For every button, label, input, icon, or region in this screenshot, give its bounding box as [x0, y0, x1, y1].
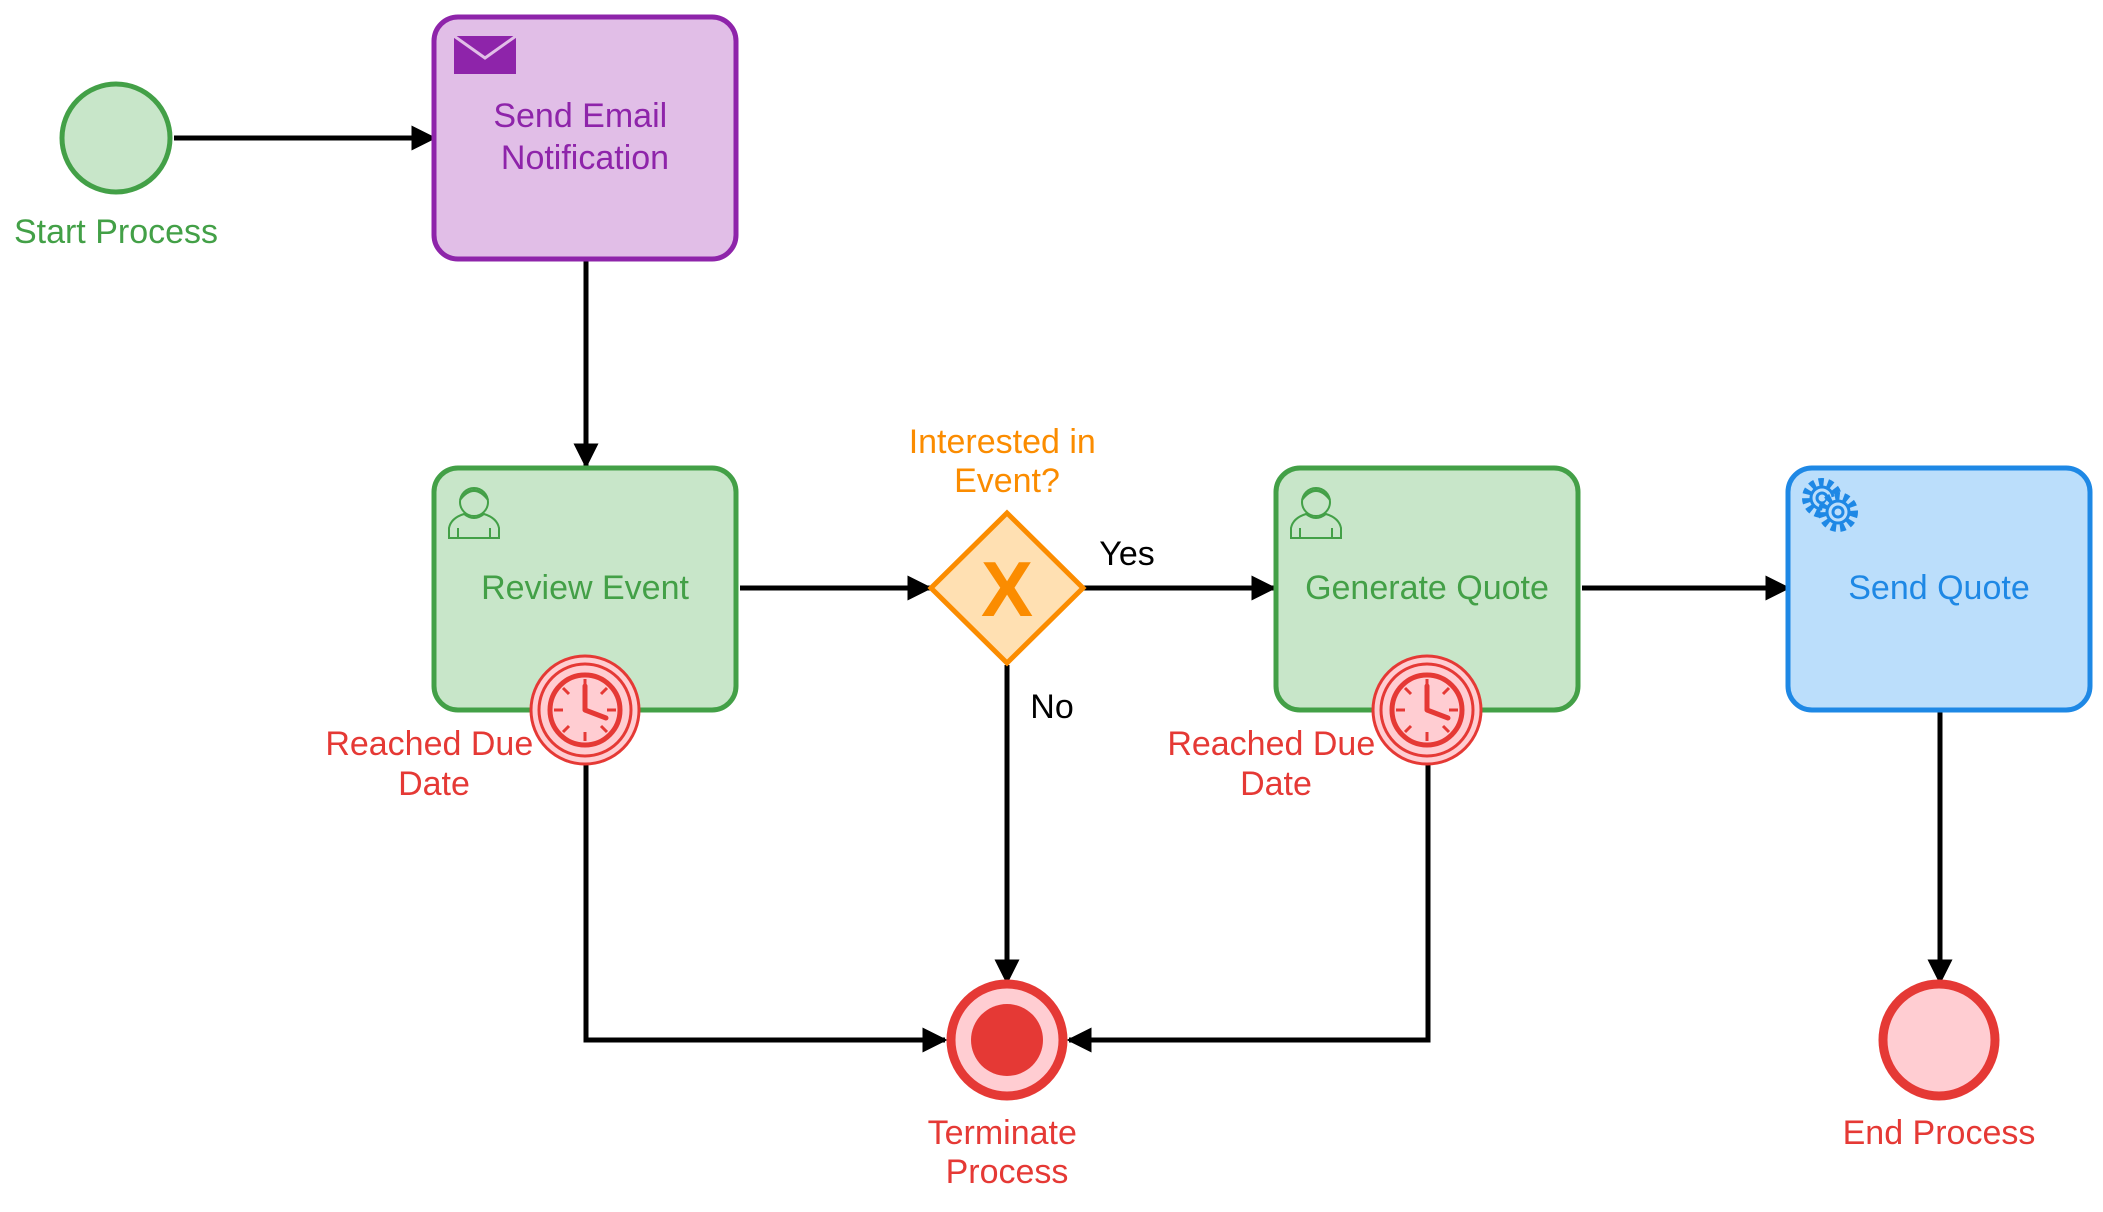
terminate-label-line-1: Terminate — [928, 1114, 1077, 1152]
review-event-timer[interactable] — [529, 654, 641, 766]
review-event-label: Review Event — [481, 569, 689, 607]
edge-quote-timer-to-terminate — [1066, 764, 1431, 1053]
send-quote-label: Send Quote — [1848, 569, 2029, 607]
generate-quote-task[interactable]: Generate Quote — [1273, 465, 1581, 713]
end-event-label: End Process — [1843, 1114, 2036, 1152]
gateway-label-line-1: Interested in — [909, 423, 1096, 461]
exclusive-gateway[interactable]: X — [927, 509, 1087, 667]
send-email-label-line-2: Notification — [501, 139, 669, 177]
svg-text:Reached Due Date: Reached Due Date — [325, 725, 542, 803]
gears-icon — [1802, 478, 1858, 532]
user-icon — [448, 487, 500, 539]
clock-icon — [1389, 672, 1465, 748]
review-timer-label-line-1: Reached Due — [325, 725, 533, 763]
envelope-icon — [453, 34, 517, 74]
svg-text:Send Email Notification: Send Email Notification — [493, 97, 676, 177]
generate-quote-label: Generate Quote — [1305, 569, 1549, 607]
svg-text:Terminate Process: Terminate Process — [928, 1114, 1087, 1191]
edge-review-timer-to-terminate — [583, 764, 948, 1053]
review-timer-label-line-2: Date — [398, 765, 470, 803]
review-event-task[interactable]: Review Event — [431, 465, 739, 713]
generate-quote-timer[interactable] — [1371, 654, 1483, 766]
yes-flow-label: Yes — [1099, 535, 1154, 573]
end-event[interactable] — [1878, 979, 2000, 1101]
start-event[interactable] — [59, 81, 173, 195]
gateway-label-line-2: Event? — [954, 462, 1060, 500]
gateway-x-symbol: X — [981, 545, 1033, 633]
start-event-label: Start Process — [14, 213, 218, 251]
svg-text:Interested in Event?: Interested in Event? — [909, 423, 1106, 500]
quote-timer-label-line-2: Date — [1240, 765, 1312, 803]
no-flow-label: No — [1030, 688, 1073, 726]
send-quote-task[interactable]: Send Quote — [1785, 465, 2093, 713]
quote-timer-label-line-1: Reached Due — [1167, 725, 1375, 763]
edges — [174, 125, 1953, 1053]
terminate-end-event[interactable] — [946, 979, 1068, 1101]
send-email-task[interactable]: Send Email Notification — [431, 14, 739, 262]
send-email-label-line-1: Send Email — [493, 97, 667, 135]
svg-text:Reached Due Date: Reached Due Date — [1167, 725, 1384, 803]
user-icon — [1290, 487, 1342, 539]
terminate-label-line-2: Process — [946, 1153, 1069, 1191]
clock-icon — [547, 672, 623, 748]
